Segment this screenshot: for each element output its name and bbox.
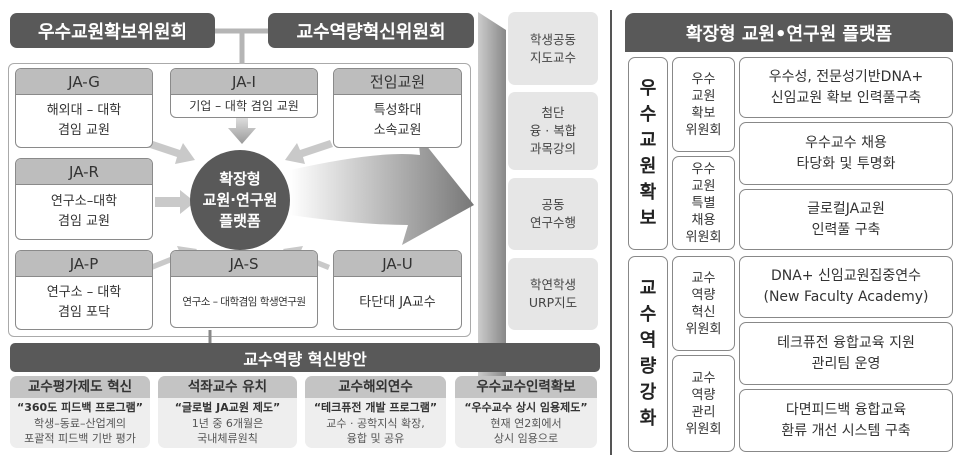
outcome-item: 공동 연구수행 bbox=[508, 178, 598, 250]
measure-card: 우수교수인력확보 “우수교수 상시 임용제도” 현재 연2회에서 상시 임용으로 bbox=[455, 376, 597, 448]
initiative-box: 우수교수 채용 타당화 및 투명화 bbox=[739, 122, 953, 185]
initiative-box: 테크퓨전 융합교육 지원 관리팀 운영 bbox=[739, 322, 953, 385]
measure-quote: “우수교수 상시 임용제도” bbox=[464, 401, 588, 414]
committee-connector bbox=[215, 28, 268, 64]
committee-faculty-securing: 우수교원확보위원회 bbox=[10, 13, 215, 48]
card-body: 연구소 – 대학겸임 학생연구원 bbox=[182, 296, 306, 308]
card-title: JA-U bbox=[334, 251, 461, 277]
card-title: JA-S bbox=[171, 251, 317, 277]
initiative-box: 우수성, 전문성기반DNA+ 신임교원 확보 인력풀구축 bbox=[739, 57, 953, 118]
big-arrow bbox=[290, 135, 474, 245]
divider-band bbox=[478, 12, 506, 440]
card-body: 해외대 – 대학 겸임 교원 bbox=[46, 103, 122, 138]
committee-box: 우수 교원 특별 채용 위원회 bbox=[672, 156, 735, 250]
arrow-down bbox=[228, 118, 256, 144]
measure-desc: 학생–동료–산업계의 포괄적 피드백 기반 평가 bbox=[24, 417, 136, 445]
measure-desc: 현재 연2회에서 상시 임용으로 bbox=[490, 417, 562, 445]
innovation-banner: 교수역량 혁신방안 bbox=[10, 343, 600, 372]
measure-card: 석좌교수 유치 “글로벌 JA교원 제도” 1년 중 6개월은 국내체류원칙 bbox=[158, 376, 297, 448]
card-body: 기업 – 대학 겸임 교원 bbox=[189, 99, 299, 113]
card-title: JA-P bbox=[16, 251, 152, 277]
card-title: JA-G bbox=[16, 69, 152, 95]
group-label: 우 수 교 원 확 보 bbox=[628, 57, 668, 250]
card-ja-i: JA-I 기업 – 대학 겸임 교원 bbox=[170, 68, 318, 118]
initiative-box: DNA+ 신임교원집중연수 (New Faculty Academy) bbox=[739, 256, 953, 318]
measure-quote: “360도 피드백 프로그램” bbox=[16, 401, 144, 414]
right-panel-title: 확장형 교원•연구원 플랫폼 bbox=[625, 13, 953, 52]
measure-desc: 교수 · 공학지식 확장, 융합 및 공유 bbox=[326, 417, 425, 445]
measure-quote: “글로벌 JA교원 제도” bbox=[174, 401, 281, 414]
card-ja-r: JA-R 연구소–대학 겸임 교원 bbox=[15, 158, 153, 240]
arrow-full bbox=[285, 140, 333, 164]
committee-box: 우수 교원 확보 위원회 bbox=[672, 57, 735, 152]
card-title: JA-I bbox=[171, 69, 317, 95]
outcome-item: 첨단 융 · 복합 과목강의 bbox=[508, 92, 598, 170]
arrow-jar bbox=[155, 190, 195, 214]
card-title: JA-R bbox=[16, 159, 152, 185]
card-ja-u: JA-U 타단대 JA교수 bbox=[333, 250, 462, 330]
card-title: 전임교원 bbox=[334, 69, 461, 95]
card-body: 타단대 JA교수 bbox=[359, 295, 436, 310]
card-body: 연구소–대학 겸임 교원 bbox=[50, 194, 118, 229]
measure-title: 교수평가제도 혁신 bbox=[10, 376, 150, 398]
initiative-box: 글로컬JA교원 인력풀 구축 bbox=[739, 189, 953, 250]
measure-title: 석좌교수 유치 bbox=[158, 376, 297, 398]
group-label: 교 수 역 량 강 화 bbox=[628, 256, 668, 452]
platform-circle: 확장형 교원·연구원 플랫폼 bbox=[190, 150, 290, 250]
committee-box: 교수 역량 관리 위원회 bbox=[672, 355, 735, 452]
measure-title: 교수해외연수 bbox=[305, 376, 446, 398]
card-body: 연구소 – 대학 겸임 포닥 bbox=[46, 285, 122, 320]
outcome-item: 학연학생 URP지도 bbox=[508, 258, 598, 330]
arrow-jag bbox=[147, 140, 195, 164]
measure-quote: “테크퓨전 개발 프로그램” bbox=[313, 401, 438, 414]
measure-title: 우수교수인력확보 bbox=[455, 376, 597, 398]
committee-box: 교수 역량 혁신 위원회 bbox=[672, 256, 735, 351]
card-ja-p: JA-P 연구소 – 대학 겸임 포닥 bbox=[15, 250, 153, 330]
measure-card: 교수해외연수 “테크퓨전 개발 프로그램” 교수 · 공학지식 확장, 융합 및 공… bbox=[305, 376, 446, 448]
measure-desc: 1년 중 6개월은 국내체류원칙 bbox=[191, 417, 264, 445]
card-ja-g: JA-G 해외대 – 대학 겸임 교원 bbox=[15, 68, 153, 148]
card-body: 특성화대 소속교원 bbox=[373, 103, 422, 138]
measure-card: 교수평가제도 혁신 “360도 피드백 프로그램” 학생–동료–산업계의 포괄적 피… bbox=[10, 376, 150, 448]
outcome-item: 학생공동 지도교수 bbox=[508, 12, 598, 85]
card-ja-s: JA-S 연구소 – 대학겸임 학생연구원 bbox=[170, 250, 318, 328]
initiative-box: 다면피드백 융합교육 환류 개선 시스템 구축 bbox=[739, 389, 953, 452]
committee-faculty-innovation: 교수역량혁신위원회 bbox=[268, 13, 474, 48]
